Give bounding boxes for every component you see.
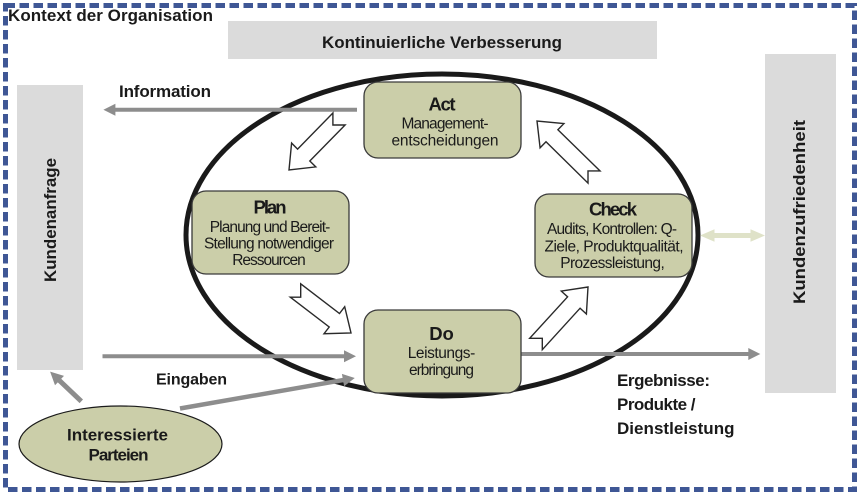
svg-text:Management-: Management- (402, 116, 489, 133)
svg-text:Eingaben: Eingaben (156, 372, 227, 389)
svg-text:Ressourcen: Ressourcen (232, 252, 306, 269)
svg-text:erbringung: erbringung (409, 362, 474, 379)
svg-text:Kundenzufriedenheit: Kundenzufriedenheit (790, 120, 809, 304)
svg-text:Parteien: Parteien (89, 446, 149, 465)
svg-text:Kundenanfrage: Kundenanfrage (41, 158, 60, 282)
svg-text:Ziele, Produktqualität,: Ziele, Produktqualität, (545, 239, 684, 256)
svg-text:Planung und Bereit-: Planung und Bereit- (210, 219, 331, 236)
svg-text:Kontinuierliche Verbesserung: Kontinuierliche Verbesserung (322, 33, 562, 52)
svg-text:Kontext der Organisation: Kontext der Organisation (8, 6, 213, 25)
svg-text:Ergebnisse:: Ergebnisse: (617, 371, 710, 390)
svg-text:Stellung notwendiger: Stellung notwendiger (204, 236, 334, 253)
svg-text:Information: Information (119, 82, 211, 101)
svg-text:Prozessleistung,: Prozessleistung, (560, 255, 665, 272)
svg-text:Produkte /: Produkte / (617, 395, 696, 414)
svg-text:Dienstleistung: Dienstleistung (617, 419, 735, 438)
svg-text:Leistungs-: Leistungs- (408, 345, 476, 362)
svg-text:Check: Check (589, 198, 638, 219)
svg-text:Do: Do (429, 323, 454, 344)
svg-text:entscheidungen: entscheidungen (392, 133, 499, 150)
svg-text:Plan: Plan (254, 197, 287, 218)
svg-text:Act: Act (429, 94, 456, 115)
svg-text:Audits, Kontrollen: Q-: Audits, Kontrollen: Q- (547, 221, 677, 238)
svg-text:Interessierte: Interessierte (67, 426, 168, 445)
